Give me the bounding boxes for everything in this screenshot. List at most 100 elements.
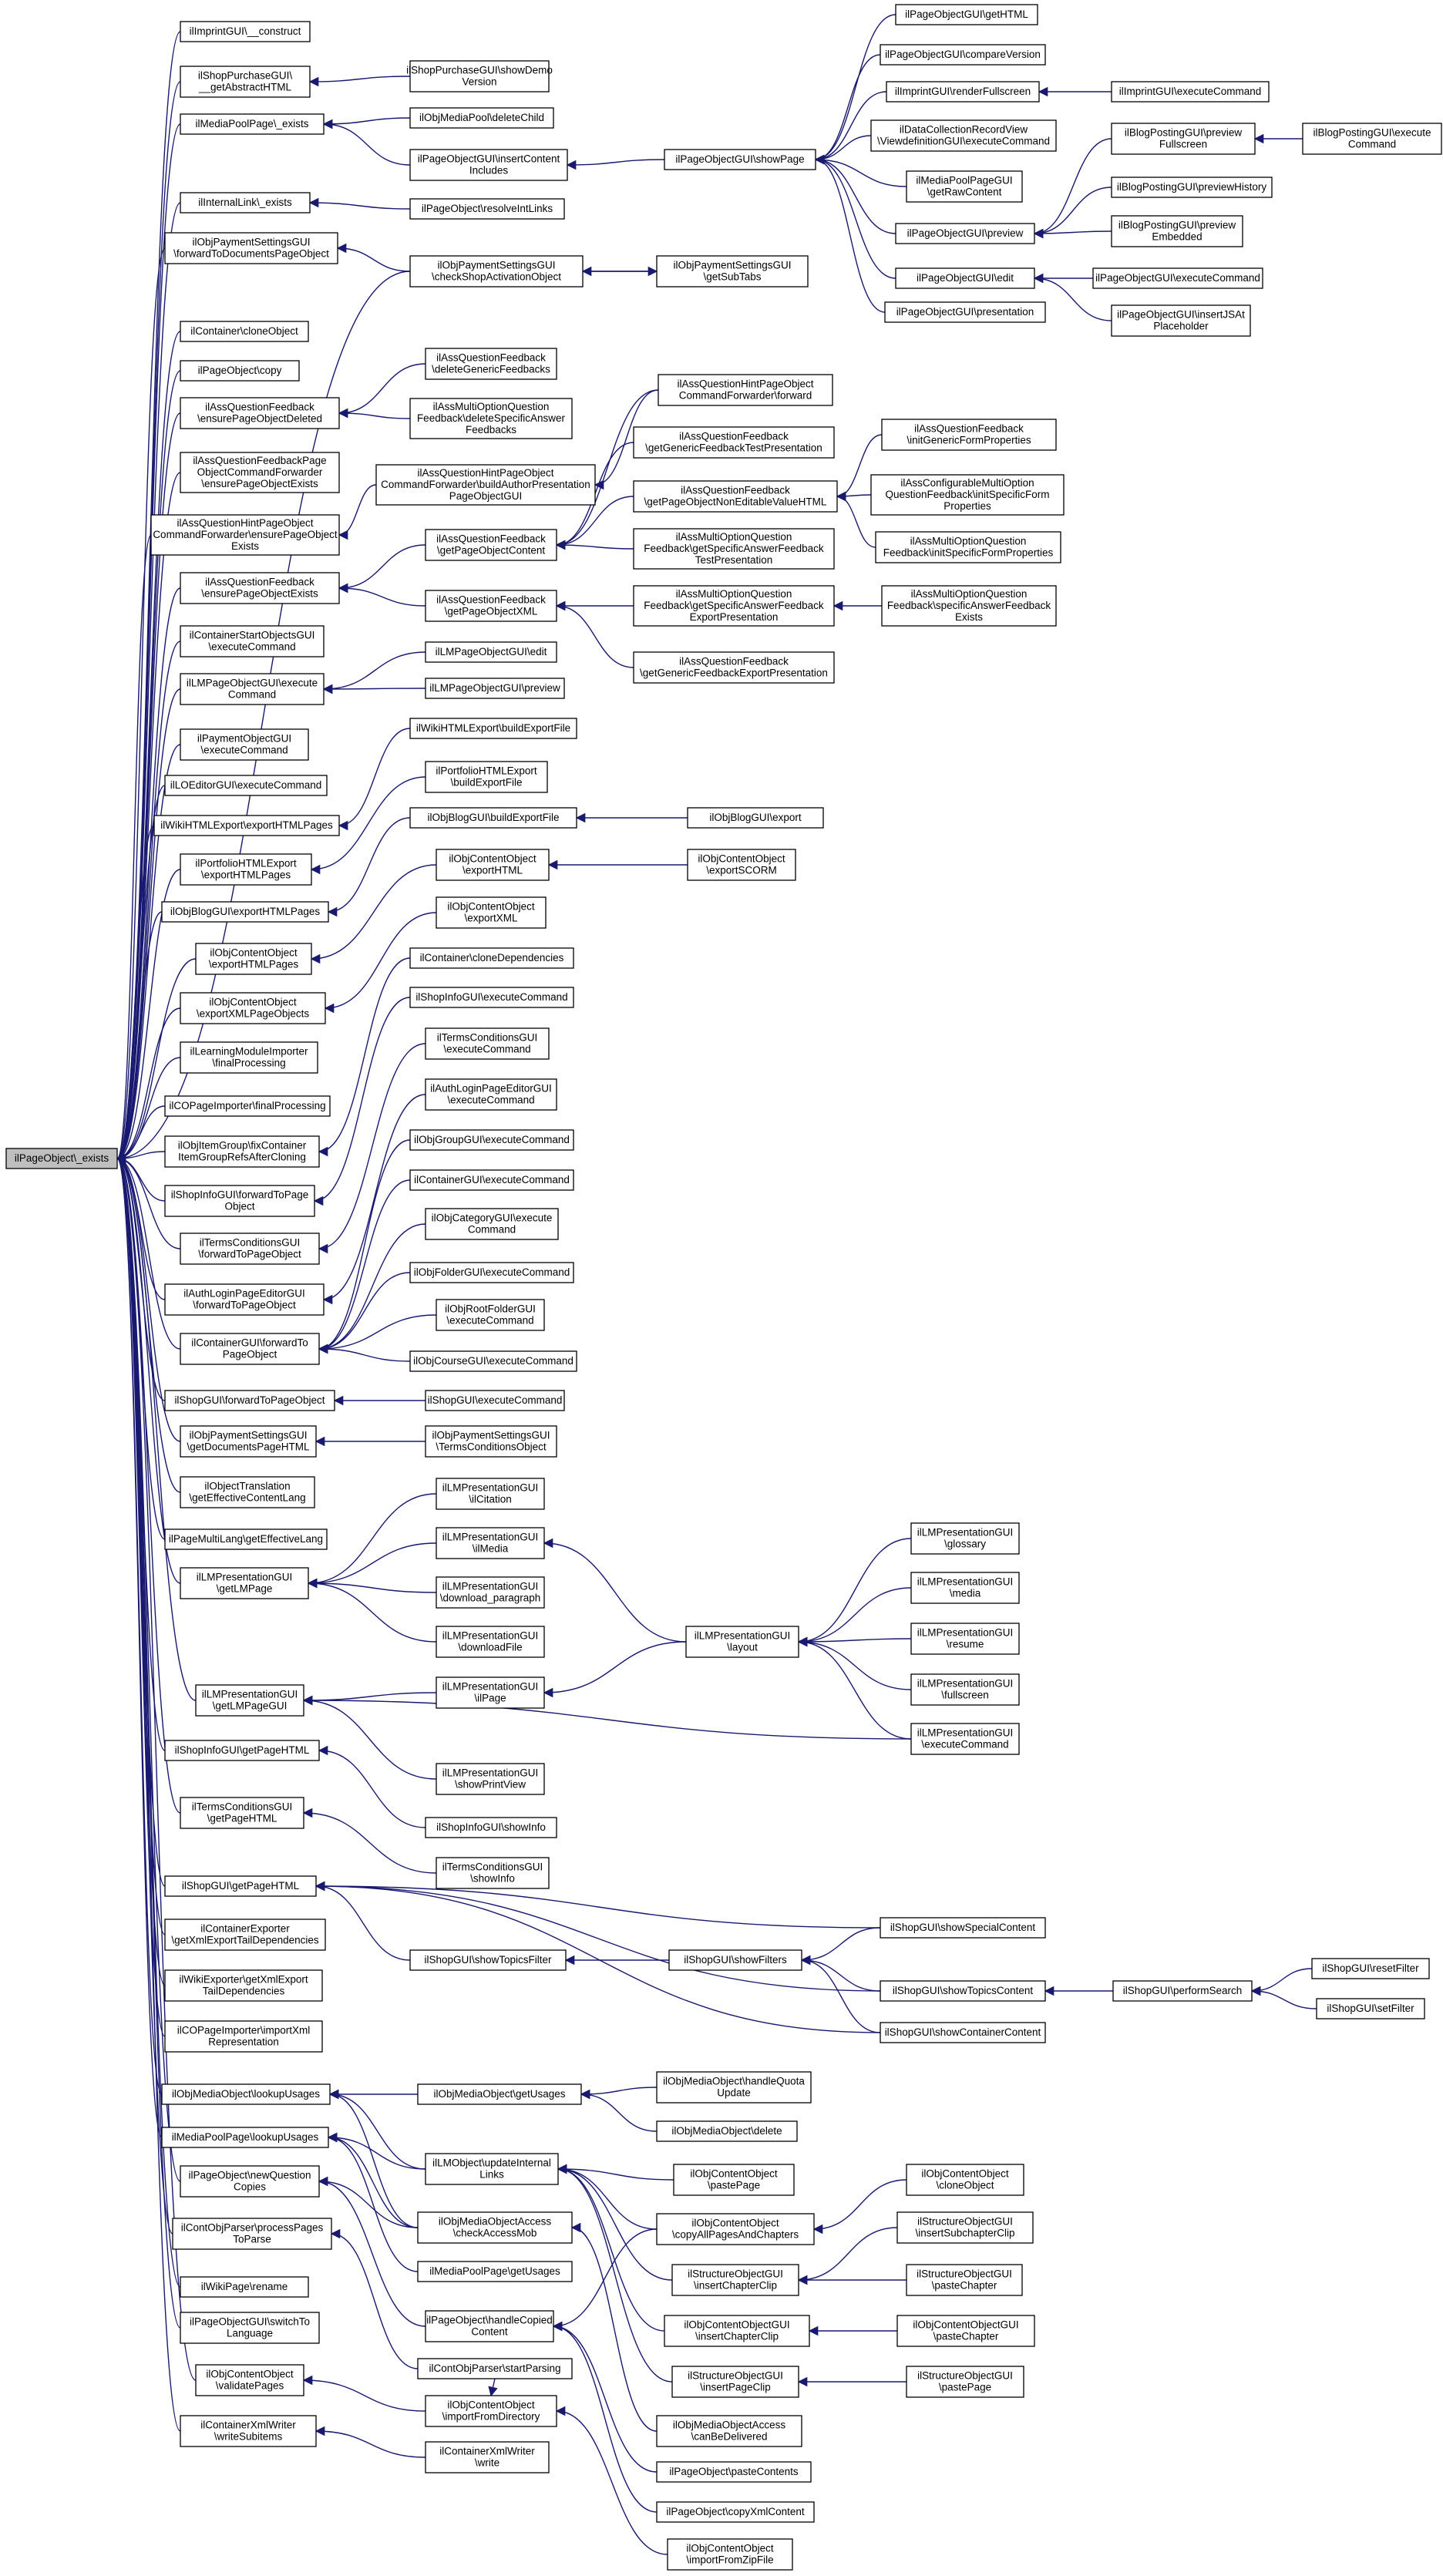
- function-node[interactable]: ilAssMultiOptionQuestionFeedback\deleteS…: [409, 398, 573, 439]
- function-node[interactable]: ilShopGUI\resetFilter: [1311, 1958, 1430, 1979]
- function-node[interactable]: ilPortfolioHTMLExport\buildExportFile: [425, 761, 548, 793]
- function-node[interactable]: ilLMPageObjectGUI\edit: [425, 641, 557, 663]
- function-node[interactable]: ilObjMediaObject\lookupUsages: [161, 2083, 331, 2105]
- function-node[interactable]: ilAssQuestionFeedback\getPageObjectXML: [425, 590, 557, 622]
- function-node[interactable]: ilInternalLink\_exists: [180, 192, 311, 214]
- function-node[interactable]: ilLMPresentationGUI\media: [910, 1572, 1020, 1604]
- function-node[interactable]: ilPageObjectGUI\presentation: [884, 301, 1046, 323]
- function-node[interactable]: ilImprintGUI\__construct: [180, 21, 311, 42]
- function-node[interactable]: ilTermsConditionsGUI\getPageHTML: [180, 1797, 304, 1829]
- function-node[interactable]: ilWikiHTMLExport\exportHTMLPages: [153, 815, 340, 836]
- function-node[interactable]: ilObjMediaObject\delete: [656, 2120, 798, 2142]
- function-node[interactable]: ilContainerGUI\forwardToPageObject: [180, 1333, 320, 1365]
- function-node[interactable]: ilMediaPoolPage\lookupUsages: [161, 2127, 329, 2148]
- function-node[interactable]: ilBlogPostingGUI\previewHistory: [1111, 177, 1273, 198]
- function-node[interactable]: ilTermsConditionsGUI\showInfo: [436, 1857, 550, 1889]
- function-node[interactable]: ilLOEditorGUI\executeCommand: [164, 775, 328, 796]
- function-node[interactable]: ilLMPresentationGUI\glossary: [910, 1522, 1020, 1555]
- function-node[interactable]: ilPageObjectGUI\compareVersion: [880, 44, 1046, 66]
- function-node[interactable]: ilStructureObjectGUI\pasteChapter: [906, 2264, 1023, 2296]
- function-node[interactable]: ilLMPresentationGUI\showPrintView: [436, 1763, 545, 1795]
- function-node[interactable]: ilStructureObjectGUI\insertChapterClip: [671, 2264, 799, 2296]
- function-node[interactable]: ilLearningModuleImporter\finalProcessing: [180, 1041, 318, 1074]
- function-node[interactable]: ilContainer\cloneDependencies: [409, 947, 574, 969]
- function-node[interactable]: ilAssQuestionFeedbackPageObjectCommandFo…: [180, 452, 340, 493]
- function-node[interactable]: ilLMPresentationGUI\resume: [910, 1623, 1020, 1655]
- function-node[interactable]: ilObjItemGroup\fixContainerItemGroupRefs…: [164, 1135, 320, 1168]
- function-node[interactable]: ilObjContentObject\exportHTML: [436, 849, 550, 881]
- function-node[interactable]: ilLMPresentationGUI\ilMedia: [436, 1527, 545, 1559]
- function-node[interactable]: ilMediaPoolPage\_exists: [180, 113, 325, 135]
- function-node[interactable]: ilMediaPoolPageGUI\getRawContent: [906, 170, 1023, 203]
- function-node[interactable]: ilLMPresentationGUI\ilPage: [436, 1676, 545, 1709]
- function-node[interactable]: ilPageObjectGUI\showPage: [664, 149, 816, 170]
- function-node[interactable]: ilObjRootFolderGUI\executeCommand: [436, 1299, 545, 1331]
- function-node[interactable]: ilObjContentObject\exportSCORM: [687, 849, 796, 881]
- function-node[interactable]: ilLMPresentationGUI\layout: [685, 1626, 799, 1658]
- function-node[interactable]: ilImprintGUI\executeCommand: [1111, 81, 1270, 103]
- function-node[interactable]: ilAssQuestionHintPageObjectCommandForwar…: [150, 514, 340, 556]
- function-node[interactable]: ilObjContentObject\exportHTMLPages: [195, 943, 312, 975]
- function-node[interactable]: ilLMPresentationGUI\fullscreen: [910, 1673, 1020, 1706]
- function-node[interactable]: ilAssMultiOptionQuestionFeedback\initSpe…: [875, 531, 1061, 563]
- function-node[interactable]: ilPageObject\copy: [180, 360, 300, 382]
- function-node[interactable]: ilImprintGUI\renderFullscreen: [886, 81, 1040, 103]
- function-node[interactable]: ilPageObjectGUI\preview: [895, 223, 1035, 244]
- function-node[interactable]: ilShopInfoGUI\showInfo: [425, 1817, 557, 1838]
- function-node[interactable]: ilPageObject\copyXmlContent: [656, 2501, 815, 2523]
- function-node[interactable]: ilLMPresentationGUI\getLMPage: [180, 1567, 309, 1599]
- function-node[interactable]: ilObjMediaObjectAccess\canBeDelivered: [656, 2415, 802, 2447]
- function-node[interactable]: ilTermsConditionsGUI\forwardToPageObject: [180, 1233, 320, 1265]
- function-node[interactable]: ilObjPaymentSettingsGUI\checkShopActivat…: [409, 255, 584, 288]
- function-node[interactable]: ilObjMediaPool\deleteChild: [409, 107, 554, 129]
- function-node[interactable]: ilAssQuestionFeedback\deleteGenericFeedb…: [425, 348, 557, 380]
- function-node[interactable]: ilShopGUI\showFilters: [668, 1949, 802, 1971]
- function-node[interactable]: ilPageObject\pasteContents: [656, 2461, 812, 2483]
- function-node[interactable]: ilAssQuestionFeedback\getGenericFeedback…: [633, 651, 835, 684]
- function-node[interactable]: ilTermsConditionsGUI\executeCommand: [425, 1027, 550, 1060]
- function-node[interactable]: ilObjContentObjectGUI\insertChapterClip: [664, 2315, 810, 2347]
- function-node[interactable]: ilObjContentObject\cloneObject: [906, 2164, 1024, 2196]
- function-node[interactable]: ilShopGUI\forwardToPageObject: [164, 1390, 335, 1411]
- function-node[interactable]: ilObjBlogGUI\export: [687, 807, 824, 829]
- function-node[interactable]: ilAssQuestionFeedback\getPageObjectConte…: [425, 529, 557, 561]
- function-node[interactable]: ilObjGroupGUI\executeCommand: [409, 1129, 574, 1151]
- function-node[interactable]: ilShopGUI\getPageHTML: [164, 1875, 317, 1897]
- function-node[interactable]: ilLMPresentationGUI\getLMPageGUI: [195, 1684, 304, 1717]
- focus-node[interactable]: ilPageObject\_exists: [5, 1148, 118, 1169]
- function-node[interactable]: ilContainerExporter\getXmlExportTailDepe…: [164, 1919, 326, 1951]
- function-node[interactable]: ilAssQuestionFeedback\initGenericFormPro…: [881, 419, 1057, 451]
- function-node[interactable]: ilCOPageImporter\finalProcessing: [164, 1095, 331, 1117]
- function-node[interactable]: ilObjContentObject\copyAllPagesAndChapte…: [656, 2213, 815, 2245]
- function-node[interactable]: ilObjPaymentSettingsGUI\getDocumentsPage…: [180, 1425, 317, 1458]
- function-node[interactable]: ilPageMultiLang\getEffectiveLang: [164, 1528, 328, 1550]
- function-node[interactable]: ilWikiHTMLExport\buildExportFile: [409, 718, 577, 739]
- function-node[interactable]: ilObjCategoryGUI\executeCommand: [425, 1208, 559, 1240]
- function-node[interactable]: ilContainerXmlWriter\writeSubitems: [180, 2415, 317, 2447]
- function-node[interactable]: ilDataCollectionRecordView\Viewdefinitio…: [870, 119, 1057, 152]
- function-node[interactable]: ilStructureObjectGUI\insertPageClip: [671, 2366, 799, 2398]
- function-node[interactable]: ilLMPresentationGUI\ilCitation: [436, 1478, 545, 1510]
- function-node[interactable]: ilLMPresentationGUI\download_paragraph: [436, 1576, 545, 1609]
- function-node[interactable]: ilLMPageObjectGUI\preview: [425, 678, 565, 699]
- function-node[interactable]: ilShopGUI\performSearch: [1112, 1980, 1253, 2002]
- function-node[interactable]: ilShopGUI\showSpecialContent: [880, 1917, 1046, 1939]
- function-node[interactable]: ilObjCourseGUI\executeCommand: [409, 1350, 577, 1372]
- function-node[interactable]: ilContainer\cloneObject: [180, 321, 309, 342]
- function-node[interactable]: ilAssMultiOptionQuestionFeedback\specifi…: [881, 585, 1057, 627]
- function-node[interactable]: ilPageObject\resolveIntLinks: [409, 198, 565, 220]
- function-node[interactable]: ilObjContentObject\importFromZipFile: [667, 2538, 793, 2571]
- function-node[interactable]: ilLMPresentationGUI\executeCommand: [910, 1723, 1020, 1755]
- function-node[interactable]: ilShopInfoGUI\forwardToPageObject: [164, 1185, 315, 1217]
- function-node[interactable]: ilWikiPage\rename: [180, 2276, 309, 2298]
- function-node[interactable]: ilShopGUI\showTopicsContent: [880, 1980, 1046, 2002]
- function-node[interactable]: ilShopGUI\executeCommand: [425, 1390, 565, 1411]
